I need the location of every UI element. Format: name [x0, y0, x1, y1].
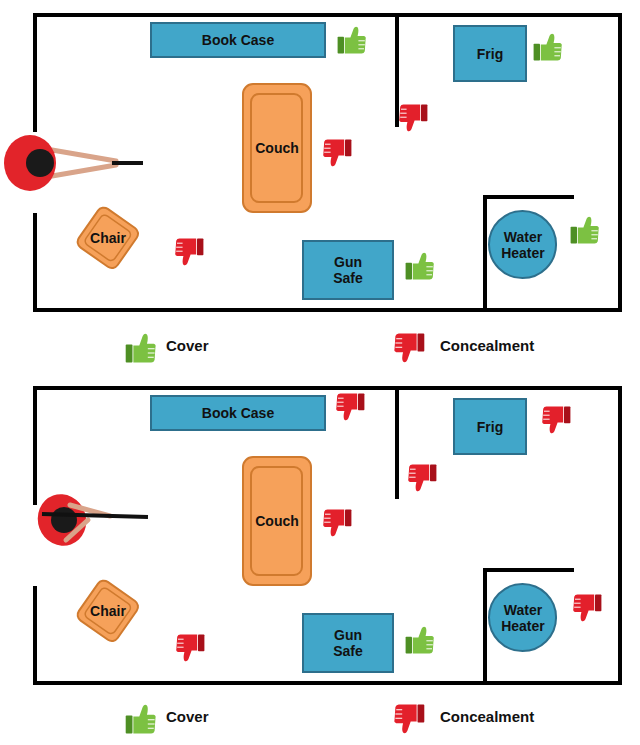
- fridge-box: Frig: [453, 398, 527, 455]
- couch-shape: Couch: [242, 83, 312, 213]
- node-label: Water Heater: [497, 229, 549, 261]
- node-label: Water Heater: [497, 602, 549, 634]
- legend-label: Cover: [166, 708, 209, 725]
- chair-shape: Chair: [75, 578, 141, 644]
- bookcase-box: Book Case: [150, 395, 326, 431]
- node-label: Couch: [255, 513, 299, 529]
- legend-label: Cover: [166, 337, 209, 354]
- node-label: Gun Safe: [326, 254, 370, 286]
- node-label: Couch: [255, 140, 299, 156]
- legend-label: Concealment: [440, 337, 534, 354]
- cover-thumb: [406, 627, 434, 654]
- legend-thumb: [124, 702, 158, 736]
- node-label: Chair: [90, 230, 126, 246]
- walls: [35, 15, 620, 310]
- legend-thumb: [392, 331, 426, 365]
- couch-shape: Couch: [242, 456, 312, 586]
- water-heater-circle: Water Heater: [488, 210, 557, 279]
- legend-label: Concealment: [440, 708, 534, 725]
- node-label: Book Case: [202, 405, 274, 421]
- shooter-figure: [31, 487, 148, 552]
- node-label: Gun Safe: [326, 627, 370, 659]
- legend-thumb: [392, 702, 426, 736]
- shooter-figure: [4, 135, 143, 191]
- gun-safe-box: Gun Safe: [302, 613, 394, 673]
- gun-safe-box: Gun Safe: [302, 240, 394, 300]
- bookcase-box: Book Case: [150, 22, 326, 58]
- node-label: Chair: [90, 603, 126, 619]
- legend-thumb: [124, 331, 158, 365]
- water-heater-circle: Water Heater: [488, 583, 557, 652]
- fridge-box: Frig: [453, 25, 527, 82]
- chair-shape: Chair: [75, 205, 141, 271]
- node-label: Frig: [477, 46, 503, 62]
- node-label: Book Case: [202, 32, 274, 48]
- walls: [35, 388, 620, 683]
- node-label: Frig: [477, 419, 503, 435]
